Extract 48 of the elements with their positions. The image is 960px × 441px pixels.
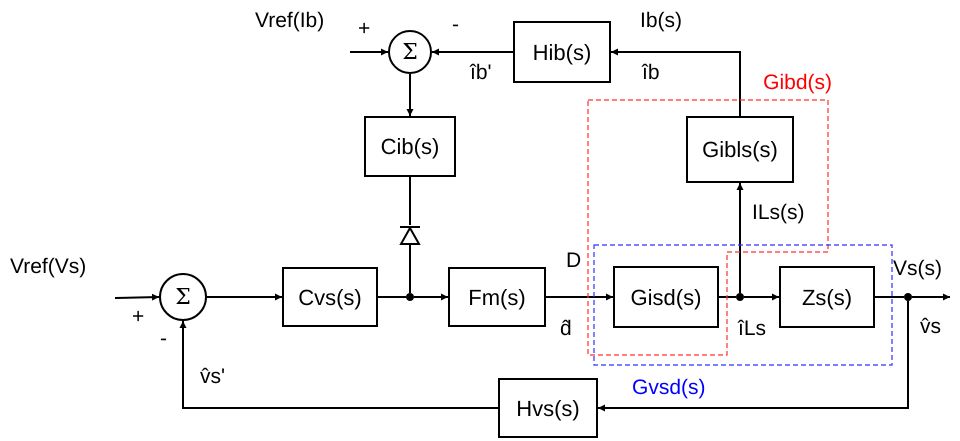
signal-label: - xyxy=(452,14,459,35)
block-box: Cib(s) xyxy=(364,116,456,177)
block-box: Hib(s) xyxy=(513,21,611,83)
signal-label: îb xyxy=(642,62,660,83)
arrow xyxy=(406,74,414,116)
signal-label: Ib(s) xyxy=(640,10,682,31)
summing-junction: Σ xyxy=(159,273,207,321)
connector-line xyxy=(409,245,411,293)
block-box: Fm(s) xyxy=(448,267,546,327)
block-box: Cvs(s) xyxy=(282,267,378,327)
arrow xyxy=(912,294,950,300)
block-box: Zs(s) xyxy=(779,266,875,328)
signal-label: + xyxy=(132,306,144,327)
region-label: Gibd(s) xyxy=(763,72,832,93)
signal-label: îLs xyxy=(738,318,766,339)
arrow xyxy=(432,48,513,56)
signal-label: îb' xyxy=(470,62,492,83)
connector-line xyxy=(875,296,904,298)
signal-label: ILs(s) xyxy=(752,202,804,223)
arrow xyxy=(414,294,448,300)
signal-label: + xyxy=(358,18,370,39)
input-label: Vref(Vs) xyxy=(10,256,115,298)
block-box: Gibls(s) xyxy=(686,116,794,183)
input-label: Vref(Ib) xyxy=(255,10,350,52)
arrow xyxy=(598,301,909,412)
arrow xyxy=(114,294,160,301)
connector-line xyxy=(378,296,406,298)
connector-line xyxy=(719,296,736,298)
signal-label: D xyxy=(566,250,582,271)
arrow xyxy=(207,294,282,300)
arrow xyxy=(180,321,498,409)
dashed-region xyxy=(594,245,892,398)
arrow xyxy=(736,183,744,293)
signal-label: Vs(s) xyxy=(893,258,942,279)
diode-symbol xyxy=(398,225,422,245)
signal-label: d̂ xyxy=(560,318,572,339)
summing-junction: Σ xyxy=(388,30,432,74)
block-box: Gisd(s) xyxy=(613,266,719,328)
connector-line xyxy=(409,177,411,225)
arrow xyxy=(744,294,779,300)
signal-label: v̂s xyxy=(920,316,941,337)
arrow xyxy=(350,48,388,56)
arrow xyxy=(546,294,613,300)
signal-label: v̂s' xyxy=(200,366,226,387)
block-box: Hvs(s) xyxy=(498,378,598,438)
arrow xyxy=(611,48,741,116)
signal-label: - xyxy=(160,328,167,349)
region-label: Gvsd(s) xyxy=(632,377,706,398)
